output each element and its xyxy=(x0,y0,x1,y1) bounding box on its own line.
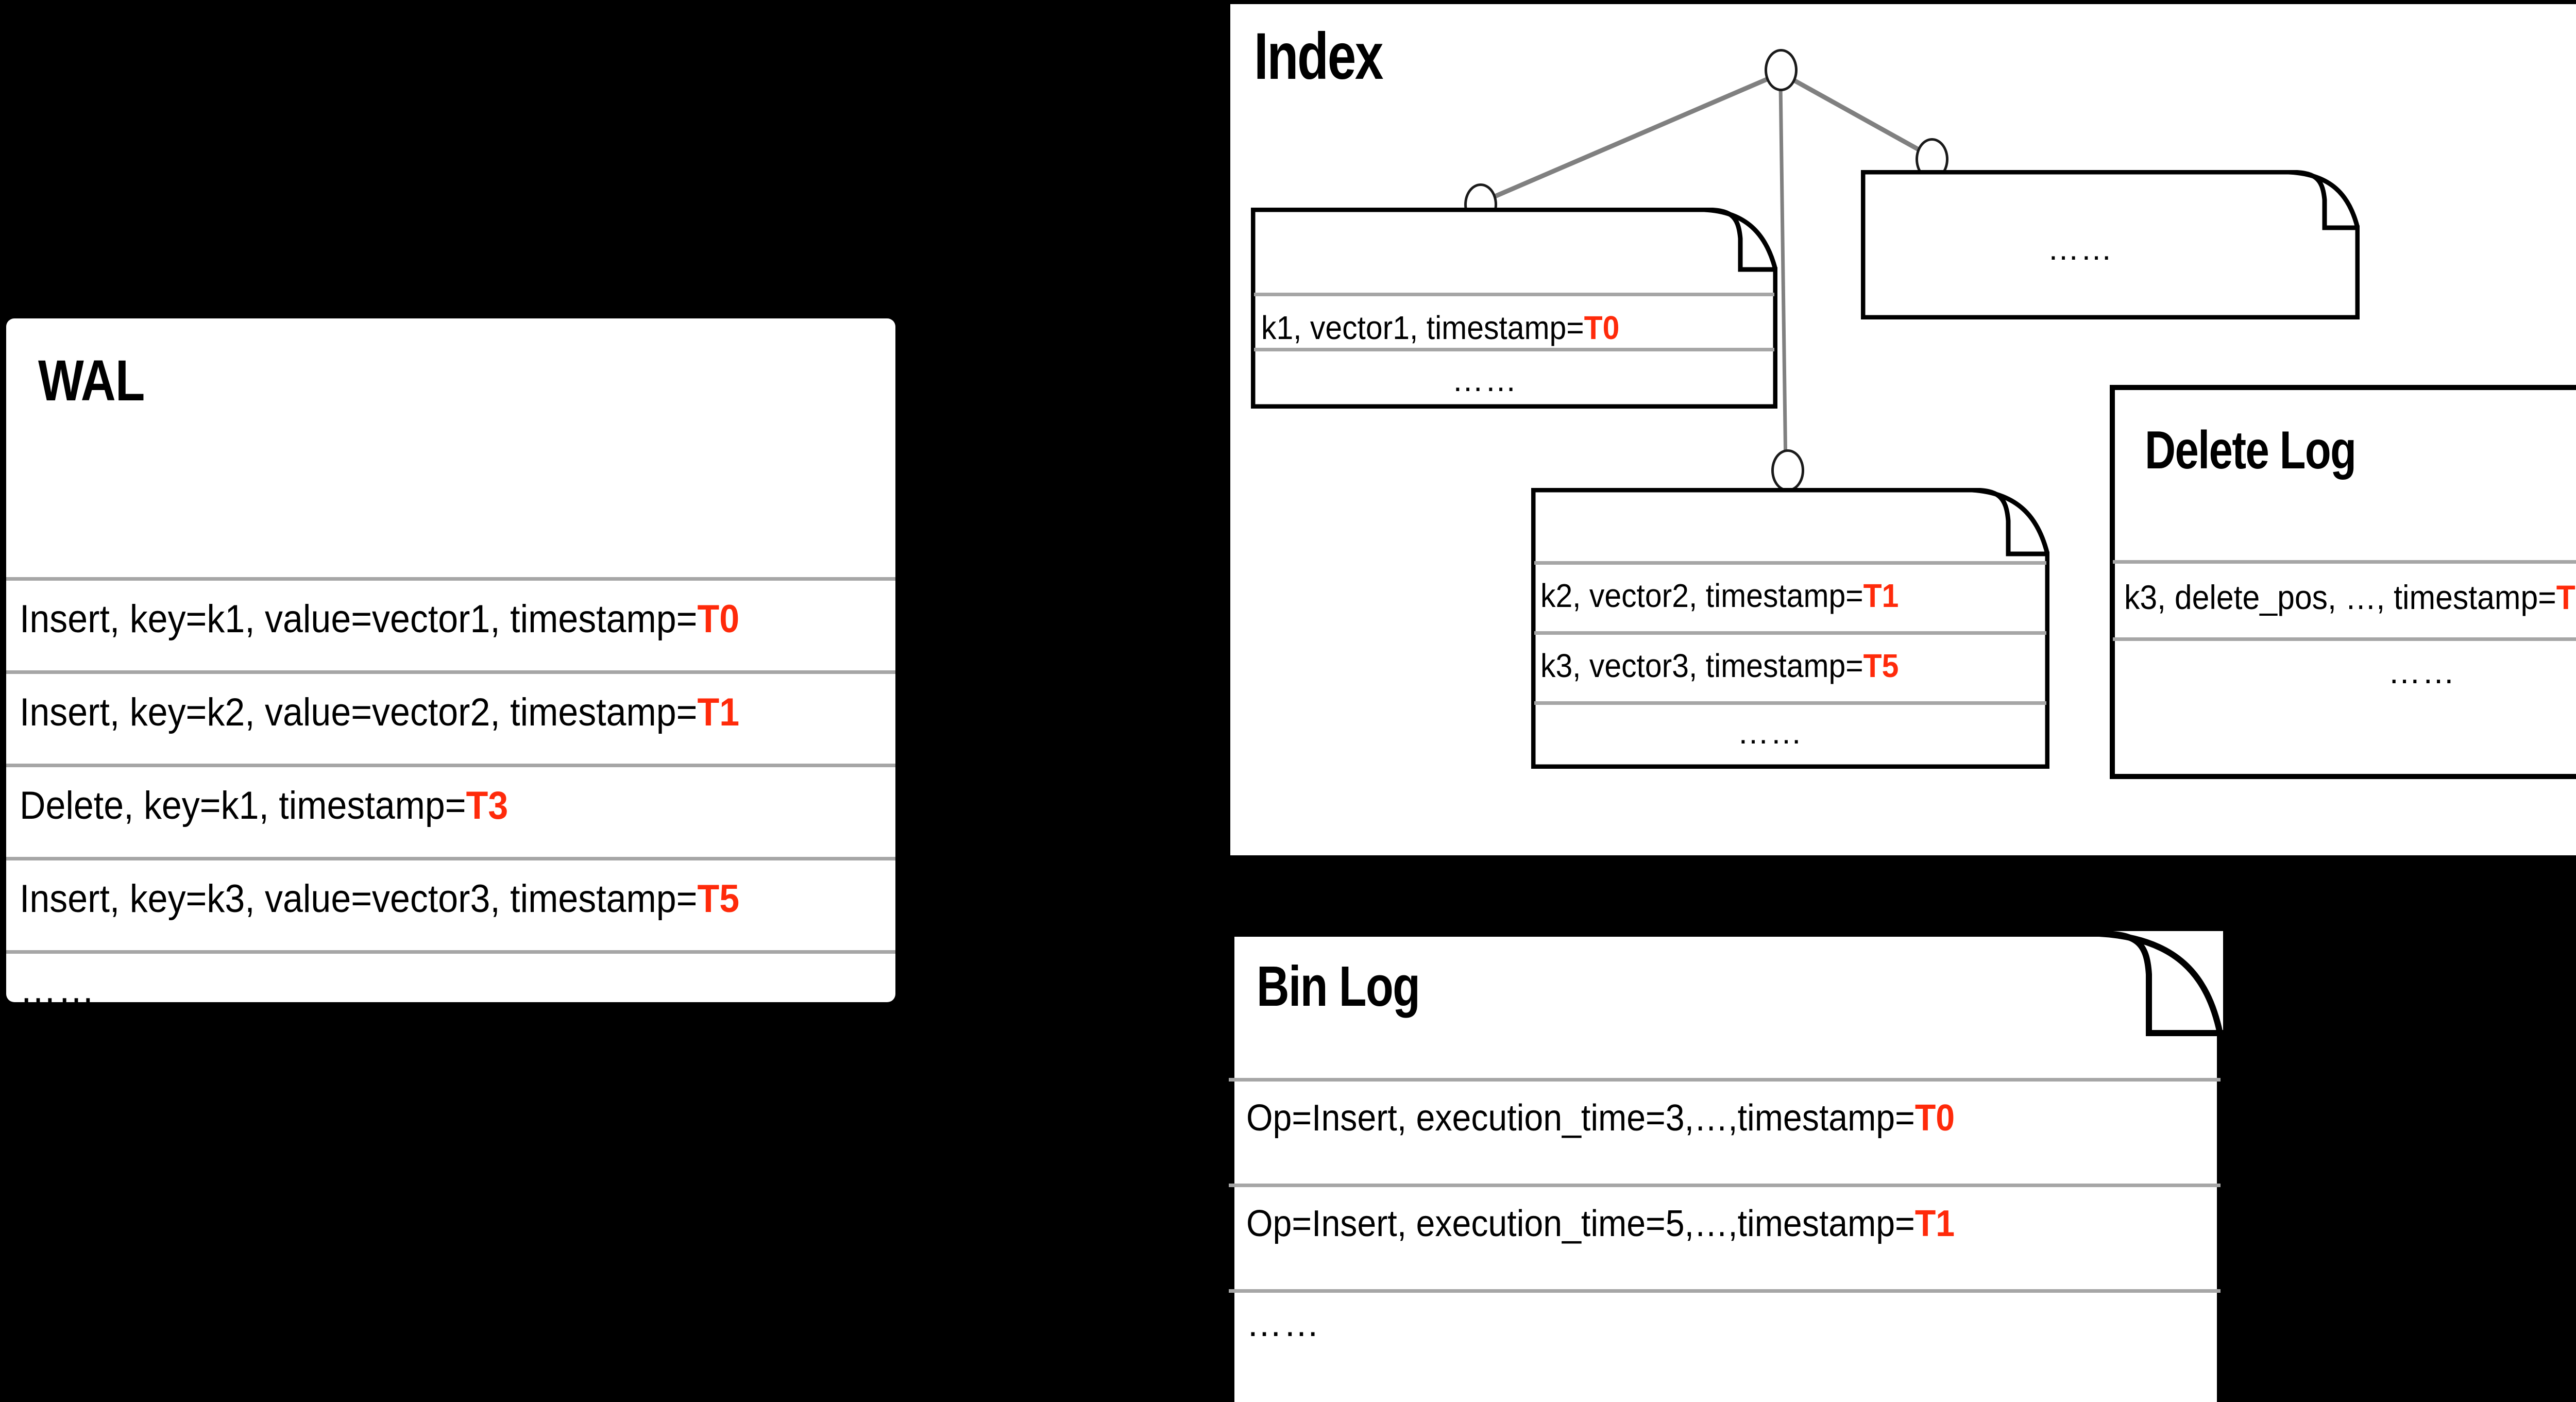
wal-row-3-timestamp: T5 xyxy=(697,877,740,921)
wal-panel: WAL Insert, key=k1, value=vector1, times… xyxy=(6,318,895,1010)
leaf-right-ellipsis: …… xyxy=(2047,231,2113,267)
leaf-k23-row-0: k2, vector2, timestamp=T1 xyxy=(1540,577,1899,615)
wal-row-3-text: Insert, key=k3, value=vector3, timestamp… xyxy=(20,877,698,921)
leaf-k1-separator xyxy=(1254,348,1774,351)
leaf-k23-row-1-text: k3, vector3, timestamp= xyxy=(1540,647,1863,684)
leaf-k23-row-0-timestamp: T1 xyxy=(1863,577,1899,614)
leaf-k1-row-0-text: k1, vector1, timestamp= xyxy=(1261,309,1584,346)
leaf-k23-separator xyxy=(1534,701,2046,705)
wal-separator xyxy=(6,577,895,581)
wal-row-2: Delete, key=k1, timestamp=T3 xyxy=(20,783,508,828)
leaf-k1-row-0-timestamp: T0 xyxy=(1584,309,1620,346)
wal-row-2-text: Delete, key=k1, timestamp= xyxy=(20,784,466,827)
wal-separator xyxy=(6,764,895,767)
leaf-k23-row-0-text: k2, vector2, timestamp= xyxy=(1540,577,1863,614)
wal-row-0-text: Insert, key=k1, value=vector1, timestamp… xyxy=(20,597,698,641)
leaf-k23-row-1-timestamp: T5 xyxy=(1863,647,1899,684)
leaf-k23-separator xyxy=(1534,631,2046,635)
bin-log-separator xyxy=(1229,1289,2221,1293)
bin-log-row-1: Op=Insert, execution_time=5,…,timestamp=… xyxy=(1246,1203,1955,1245)
index-tree-node-middle[interactable] xyxy=(1771,449,1804,492)
bin-log-separator xyxy=(1229,1184,2221,1187)
leaf-k23-ellipsis: …… xyxy=(1737,715,1803,751)
leaf-k23-row-1: k3, vector3, timestamp=T5 xyxy=(1540,647,1899,685)
delete-log-card[interactable]: Delete Log k3, delete_pos, …, timestamp=… xyxy=(2110,385,2576,779)
leaf-k1-ellipsis: …… xyxy=(1452,363,1518,398)
wal-separator xyxy=(6,950,895,954)
wal-separator xyxy=(6,670,895,674)
bin-log-row-1-text: Op=Insert, execution_time=5,…,timestamp= xyxy=(1246,1203,1915,1244)
index-leaf-card-k1[interactable]: k1, vector1, timestamp=T0 …… xyxy=(1251,208,1777,409)
wal-row-4-ellipsis: …… xyxy=(20,969,96,1010)
wal-row-2-timestamp: T3 xyxy=(466,784,509,827)
delete-log-ellipsis: …… xyxy=(2388,653,2456,690)
wal-title: WAL xyxy=(38,348,145,413)
index-leaf-card-right[interactable]: …… xyxy=(1861,170,2360,319)
bin-log-row-0-text: Op=Insert, execution_time=3,…,timestamp= xyxy=(1246,1097,1915,1139)
bin-log-row-0-timestamp: T0 xyxy=(1914,1097,1955,1139)
bin-log-ellipsis: …… xyxy=(1246,1304,1320,1344)
wal-row-0-timestamp: T0 xyxy=(697,597,740,641)
delete-log-row-0-timestamp: T3 xyxy=(2556,578,2576,616)
index-tree-node-root[interactable] xyxy=(1765,49,1798,91)
wal-row-0: Insert, key=k1, value=vector1, timestamp… xyxy=(20,597,739,641)
wal-row-1-timestamp: T1 xyxy=(697,690,740,734)
leaf-k23-separator xyxy=(1534,561,2046,565)
wal-row-1-text: Insert, key=k2, value=vector2, timestamp… xyxy=(20,690,698,734)
bin-log-row-1-timestamp: T1 xyxy=(1914,1203,1955,1244)
index-title: Index xyxy=(1254,20,1383,93)
index-leaf-card-k2-k3[interactable]: k2, vector2, timestamp=T1 k3, vector3, t… xyxy=(1531,488,2049,769)
bin-log-separator xyxy=(1229,1078,2221,1082)
delete-log-separator xyxy=(2113,637,2576,641)
wal-separator xyxy=(6,857,895,860)
bin-log-title: Bin Log xyxy=(1257,955,1420,1018)
leaf-k1-row-0: k1, vector1, timestamp=T0 xyxy=(1261,309,1619,347)
wal-row-1: Insert, key=k2, value=vector2, timestamp… xyxy=(20,690,739,735)
delete-log-row-0-text: k3, delete_pos, …, timestamp= xyxy=(2124,578,2556,616)
delete-log-title: Delete Log xyxy=(2145,420,2357,480)
bin-log-card[interactable]: Bin Log Op=Insert, execution_time=3,…,ti… xyxy=(1229,931,2223,1402)
bin-log-row-0: Op=Insert, execution_time=3,…,timestamp=… xyxy=(1246,1097,1955,1139)
delete-log-separator xyxy=(2113,560,2576,564)
wal-row-3: Insert, key=k3, value=vector3, timestamp… xyxy=(20,876,739,921)
leaf-k1-separator xyxy=(1254,293,1774,296)
delete-log-row-0: k3, delete_pos, …, timestamp=T3 xyxy=(2124,578,2576,617)
